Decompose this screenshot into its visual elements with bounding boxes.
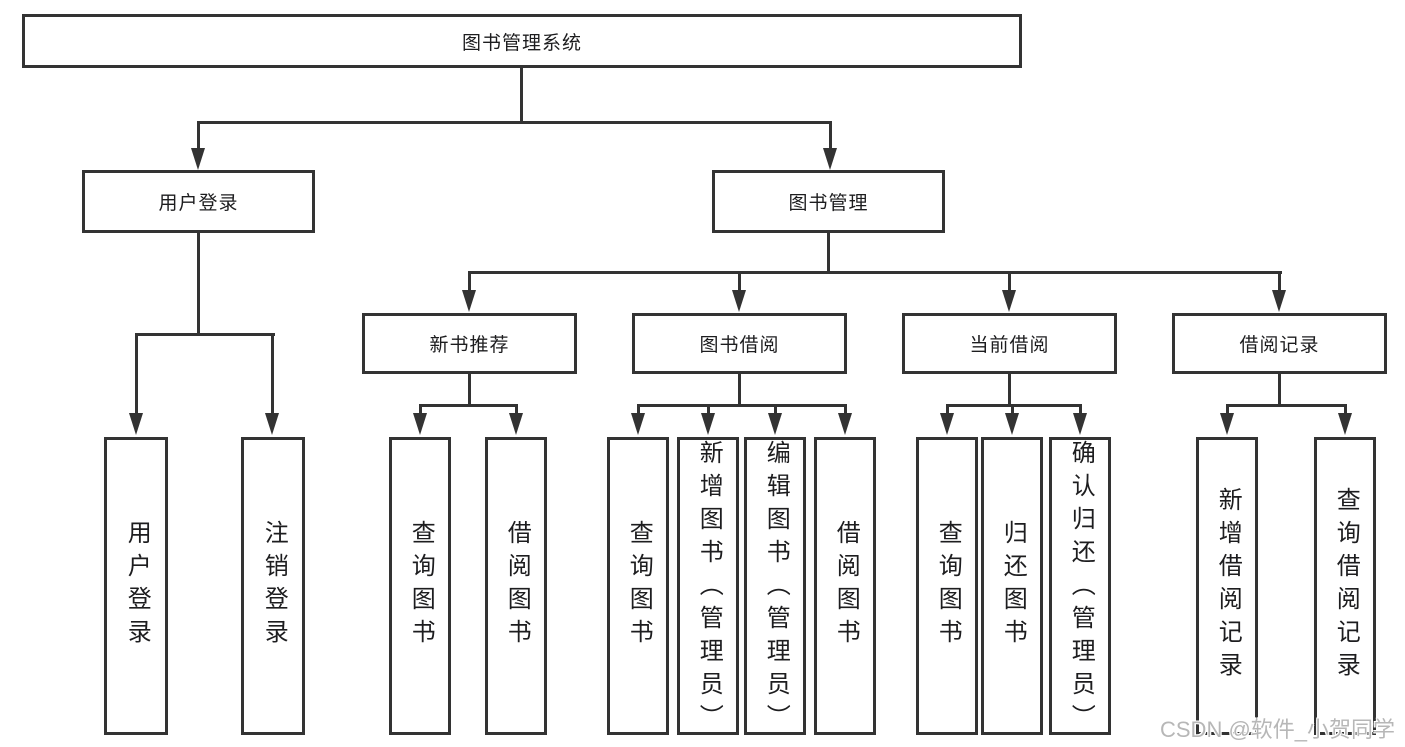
leaf-query-borrow-record: 查询借阅记录 <box>1314 437 1376 735</box>
leaf-query-borrow-record-label: 查询借阅记录 <box>1332 487 1360 685</box>
connector-book-management-branch <box>468 271 1282 274</box>
arrow-down-icon <box>732 290 746 312</box>
connector-book-borrowing-branch <box>637 404 847 407</box>
connector-drop-user-login <box>197 121 200 148</box>
leaf-return-books: 归还图书 <box>981 437 1043 735</box>
connector-drop <box>946 404 949 413</box>
node-library-management-system: 图书管理系统 <box>22 14 1022 68</box>
leaf-confirm-return-admin: 确认归还（管理员） <box>1049 437 1111 737</box>
arrow-down-icon <box>129 413 143 435</box>
node-book-management-label: 图书管理 <box>788 193 869 214</box>
connector-current-borrowing-stem <box>1008 374 1011 405</box>
leaf-query-books-current-label: 查询图书 <box>934 520 962 652</box>
node-new-book-recommendation: 新书推荐 <box>362 313 577 374</box>
connector-drop-book-management <box>829 121 832 148</box>
leaf-add-borrow-record-label: 新增借阅记录 <box>1214 487 1242 685</box>
connector-book-management-stem <box>827 233 830 274</box>
connector-drop <box>844 404 847 413</box>
leaf-query-books-borrow: 查询图书 <box>607 437 669 735</box>
arrow-down-icon <box>768 413 782 435</box>
leaf-return-books-label: 归还图书 <box>999 520 1027 652</box>
connector-user-login-stem <box>197 233 200 333</box>
arrow-down-icon <box>1272 290 1286 312</box>
connector-drop <box>419 404 422 413</box>
arrow-down-icon <box>701 413 715 435</box>
connector-borrowing-records-branch <box>1226 404 1347 407</box>
leaf-borrow-books-recommend-label: 借阅图书 <box>503 520 531 652</box>
arrow-down-icon <box>265 413 279 435</box>
connector-root-branch <box>197 121 831 124</box>
arrow-down-icon <box>1002 290 1016 312</box>
leaf-add-books-admin-label: 新增图书（管理员） <box>695 440 723 737</box>
leaf-query-books-recommend: 查询图书 <box>389 437 451 735</box>
csdn-watermark: CSDN @软件_小贺同学 <box>1160 717 1396 742</box>
arrow-down-icon <box>462 290 476 312</box>
connector-drop-borrowing-records <box>1278 271 1281 290</box>
arrow-down-icon <box>823 148 837 170</box>
arrow-down-icon <box>838 413 852 435</box>
arrow-down-icon <box>1220 413 1234 435</box>
connector-drop <box>1011 404 1014 413</box>
node-current-borrowing-label: 当前借阅 <box>969 335 1050 356</box>
node-user-login-label: 用户登录 <box>158 193 239 214</box>
leaf-query-books-current: 查询图书 <box>916 437 978 735</box>
arrow-down-icon <box>413 413 427 435</box>
connector-current-borrowing-branch <box>946 404 1082 407</box>
leaf-add-books-admin: 新增图书（管理员） <box>677 437 739 737</box>
leaf-edit-books-admin: 编辑图书（管理员） <box>744 437 806 737</box>
leaf-user-login-label: 用户登录 <box>123 520 151 652</box>
connector-drop <box>515 404 518 413</box>
node-borrowing-records: 借阅记录 <box>1172 313 1387 374</box>
arrow-down-icon <box>191 148 205 170</box>
connector-drop <box>774 404 777 413</box>
node-borrowing-records-label: 借阅记录 <box>1239 335 1320 356</box>
leaf-logout: 注销登录 <box>241 437 305 735</box>
connector-drop-current-borrowing <box>1008 271 1011 290</box>
arrow-down-icon <box>631 413 645 435</box>
connector-drop <box>1344 404 1347 413</box>
node-current-borrowing: 当前借阅 <box>902 313 1117 374</box>
connector-new-book-branch <box>419 404 518 407</box>
leaf-confirm-return-admin-label: 确认归还（管理员） <box>1067 440 1095 737</box>
leaf-logout-label: 注销登录 <box>260 520 288 652</box>
connector-drop-leaf-user-login <box>135 333 138 413</box>
leaf-query-books-recommend-label: 查询图书 <box>407 520 435 652</box>
arrow-down-icon <box>509 413 523 435</box>
node-user-login: 用户登录 <box>82 170 315 233</box>
connector-borrowing-records-stem <box>1278 374 1281 405</box>
leaf-add-borrow-record: 新增借阅记录 <box>1196 437 1258 735</box>
connector-drop <box>1226 404 1229 413</box>
connector-drop <box>707 404 710 413</box>
connector-drop-new-book <box>468 271 471 290</box>
connector-new-book-stem <box>468 374 471 405</box>
node-book-borrowing: 图书借阅 <box>632 313 847 374</box>
arrow-down-icon <box>1338 413 1352 435</box>
leaf-borrow-books-recommend: 借阅图书 <box>485 437 547 735</box>
connector-drop-leaf-logout <box>271 333 274 413</box>
arrow-down-icon <box>940 413 954 435</box>
connector-root-stem <box>520 68 523 121</box>
node-library-management-system-label: 图书管理系统 <box>461 32 582 54</box>
node-new-book-recommendation-label: 新书推荐 <box>429 335 510 356</box>
connector-drop-book-borrowing <box>738 271 741 290</box>
node-book-management: 图书管理 <box>712 170 945 233</box>
node-book-borrowing-label: 图书借阅 <box>699 335 780 356</box>
connector-book-borrowing-stem <box>738 374 741 405</box>
leaf-edit-books-admin-label: 编辑图书（管理员） <box>762 440 790 737</box>
arrow-down-icon <box>1073 413 1087 435</box>
leaf-borrow-books: 借阅图书 <box>814 437 876 735</box>
connector-drop <box>637 404 640 413</box>
connector-user-login-branch <box>135 333 275 336</box>
leaf-query-books-borrow-label: 查询图书 <box>625 520 653 652</box>
leaf-user-login: 用户登录 <box>104 437 168 735</box>
arrow-down-icon <box>1005 413 1019 435</box>
leaf-borrow-books-label: 借阅图书 <box>832 520 860 652</box>
connector-drop <box>1079 404 1082 413</box>
